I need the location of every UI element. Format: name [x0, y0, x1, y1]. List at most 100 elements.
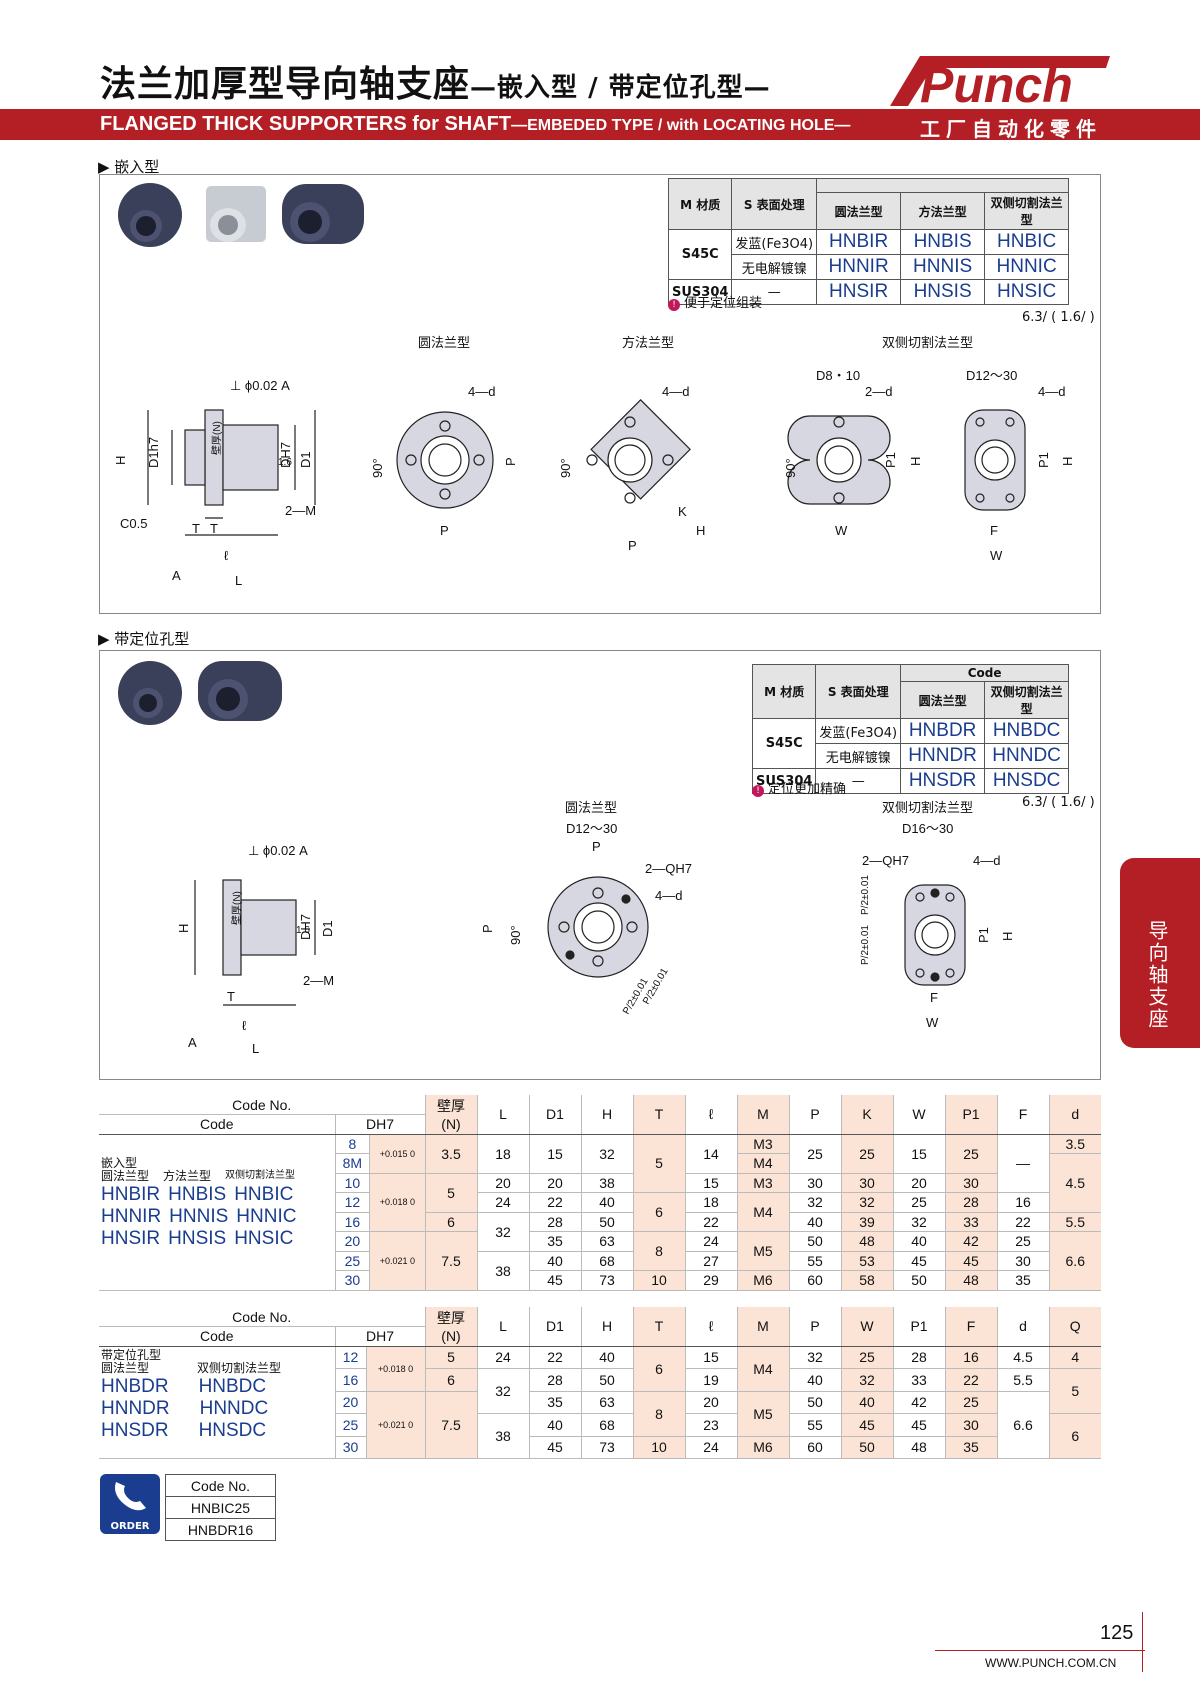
surface-cell: 发蓝(Fe3O4) [731, 229, 818, 255]
double-cut-large-labels: D12〜30 4—d F W P1 H [966, 368, 1075, 563]
header-round: 圆法兰型 [816, 192, 902, 230]
cell-d: 12 [334, 1192, 370, 1213]
cell-K: 32 [840, 1192, 893, 1213]
cell-F: 35 [996, 1270, 1049, 1291]
code-cell: HNNDC [984, 743, 1070, 769]
code-item: HNNIS [169, 1205, 229, 1227]
cell-T: 5 [632, 1134, 685, 1193]
cell-dd: 4.5 [996, 1346, 1049, 1369]
header-l: ℓ [684, 1095, 737, 1135]
dim-F: F [990, 523, 998, 538]
cell-L: 18 [476, 1134, 529, 1174]
dim-DH7: DH7 [278, 442, 293, 468]
perpendicularity-label: ⊥ ϕ0.02 A [248, 843, 308, 858]
code-item: HNSDR [101, 1419, 169, 1441]
section2-label: ▶ 带定位孔型 [98, 630, 190, 648]
dim-H: H [696, 523, 705, 538]
dim-2d: 2—d [865, 384, 892, 399]
cell-M: M4 [736, 1192, 789, 1232]
cell-P: 60 [788, 1270, 841, 1291]
square-flange-labels: 4—d P K H 90° [558, 384, 705, 553]
side-view-labels-2: ⊥ ϕ0.02 A 壁厚(N) H DH7 D1 1.6 2—M T ℓ L A [176, 843, 335, 1056]
dim-H: H [1000, 932, 1015, 941]
roughness-1-6: 1.6 [296, 925, 310, 936]
header-material: M 材质 [667, 178, 733, 230]
sub-double: 双侧切割法兰型 [197, 1361, 282, 1376]
header-square: 方法兰型 [900, 192, 986, 230]
dim-p2: P/2±0.01 [860, 875, 871, 915]
dim-D1: D1 [298, 451, 313, 468]
angle-90: 90° [370, 458, 385, 478]
header-F: F [996, 1095, 1049, 1135]
cell-D1: 35 [528, 1391, 581, 1414]
header-Q: Q [1048, 1307, 1101, 1347]
cell-P: 25 [788, 1134, 841, 1174]
header-d: d [1048, 1095, 1101, 1135]
cell-F: 16 [996, 1192, 1049, 1213]
cell-dd: 6.6 [1048, 1231, 1101, 1291]
square-flange-drawing [586, 399, 691, 504]
header-wall: 壁厚(N) [424, 1307, 477, 1347]
dim-P1: P1 [883, 452, 898, 468]
cell-D1: 22 [528, 1192, 581, 1213]
code-item: HNBIC [234, 1184, 294, 1206]
double-cut-flange-photo [282, 184, 364, 244]
cell-H: 63 [580, 1231, 633, 1252]
cell-D1: 45 [528, 1436, 581, 1459]
dim-P: P [440, 523, 449, 538]
header-P1: P1 [892, 1307, 945, 1347]
cell-K: 39 [840, 1212, 893, 1232]
code-item: HNBIS [168, 1184, 227, 1206]
cell-L: 32 [476, 1368, 529, 1414]
cell-dd: 6.6 [996, 1391, 1049, 1459]
cell-d: 8M [334, 1153, 370, 1174]
cell-W: 25 [892, 1192, 945, 1213]
cell-L: 38 [476, 1413, 529, 1459]
side-view-drawing [147, 409, 316, 536]
title-en-main: FLANGED THICK SUPPORTERS for SHAFT [100, 113, 512, 135]
cell-l: 19 [684, 1368, 737, 1392]
cell-l: 24 [684, 1436, 737, 1459]
cell-d: 20 [334, 1391, 367, 1414]
code-cell: HNBDC [984, 718, 1070, 744]
cell-L: 24 [476, 1346, 529, 1369]
tagline: 工厂自动化零件 [920, 117, 1102, 141]
cell-T: 10 [632, 1436, 685, 1459]
cell-K: 25 [840, 1134, 893, 1174]
cell-dd: 4.5 [1048, 1153, 1101, 1213]
header-F: F [944, 1307, 997, 1347]
side-category-tab[interactable]: 导向轴支座 [1120, 858, 1200, 1048]
dim-H: H [1060, 457, 1075, 466]
footer-rule [935, 1650, 1145, 1651]
header-l: ℓ [684, 1307, 737, 1347]
cell-W: 32 [840, 1368, 893, 1392]
chamfer-label: C0.5 [120, 516, 147, 531]
header-code-no: Code No. [99, 1307, 425, 1327]
header-L: L [476, 1307, 529, 1347]
punch-logo: Punch [890, 56, 1110, 113]
round-locating-drawing [547, 876, 649, 978]
cell-D1: 22 [528, 1346, 581, 1369]
code-cell: HNNDR [900, 743, 986, 769]
header-code-no: Code No. [99, 1095, 425, 1115]
cell-W: 32 [892, 1212, 945, 1232]
order-header: Code No. [165, 1474, 276, 1497]
header-P1: P1 [944, 1095, 997, 1135]
cell-K: 58 [840, 1270, 893, 1291]
type-label: 带定位孔型 [101, 1347, 162, 1362]
dim-H: H [113, 456, 128, 465]
code-item: HNSIR [101, 1227, 161, 1249]
note-text: 便于定位组装 [684, 296, 763, 311]
code-item: HNSIS [168, 1227, 227, 1249]
cell-P: 50 [788, 1231, 841, 1252]
note-text: 定位更加精确 [768, 782, 847, 797]
cell-P1: 30 [944, 1173, 997, 1193]
code-cell: HNBIS [900, 229, 986, 255]
cell-T: 10 [632, 1270, 685, 1291]
dim-P: P [592, 839, 601, 854]
cell-T: 6 [632, 1192, 685, 1232]
cell-Q: 5 [1048, 1368, 1101, 1414]
cell-P: 40 [788, 1212, 841, 1232]
header-bar [0, 109, 1200, 140]
title-sub: —嵌入型 / 带定位孔型— [470, 73, 771, 103]
